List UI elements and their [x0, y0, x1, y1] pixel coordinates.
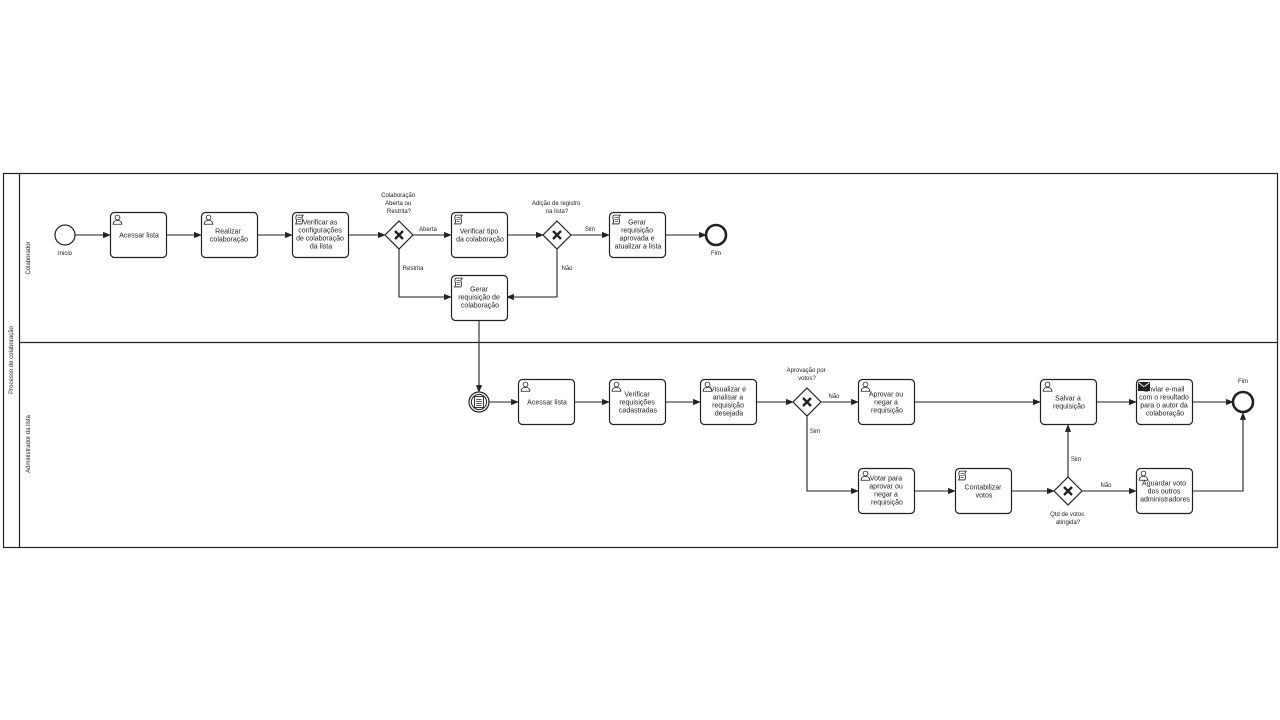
flow-label-restrita: Restrita: [403, 266, 424, 272]
flow-label-sim-qtd: Sim: [1071, 457, 1081, 463]
x-icon: [802, 397, 812, 407]
task-verificar-tipo[interactable]: Verificar tipo da colaboração: [450, 211, 509, 259]
task-visualizar-analisar[interactable]: Visualizar e analisar a requisição desej…: [699, 378, 758, 426]
flow-label-aberta: Aberta: [419, 227, 437, 233]
gateway-label: Aprovação por votos?: [787, 368, 828, 382]
task-enviar-email[interactable]: Enviar e-mail com o resultado para o aut…: [1135, 378, 1194, 426]
task-label: Aprovar ou negar a requisição: [869, 392, 905, 415]
task-votar[interactable]: Votar para aprovar ou negar a requisição: [857, 467, 916, 515]
task-admin-acessar-lista[interactable]: Acessar lista: [517, 378, 576, 426]
task-verificar-configuracoes[interactable]: Verificar as configurações de colaboraçã…: [291, 211, 350, 259]
task-aprovar-negar[interactable]: Aprovar ou negar a requisição: [857, 378, 916, 426]
gateway-label: Colaboração Aberta ou Restrita?: [381, 193, 417, 215]
task-contabilizar-votos[interactable]: Contabilizar votos: [954, 467, 1013, 515]
script-icon: [454, 214, 463, 225]
flow-restrita: [398, 249, 452, 301]
flow-label-sim: Sim: [585, 227, 595, 233]
end-event-admin[interactable]: Fim: [1231, 379, 1255, 414]
end-event-colaborador[interactable]: Fim: [704, 223, 728, 257]
task-aguardar-voto[interactable]: Aguardar voto dos outros administradores: [1135, 467, 1194, 515]
gateway-label: Adição de registro na lista?: [532, 201, 582, 215]
lane-label-admin: Administrador da lista: [26, 414, 32, 472]
script-icon: [612, 214, 621, 225]
task-label: Verificar tipo da colaboração: [456, 229, 504, 244]
task-gerar-requisicao-aprovada[interactable]: Gerar requisição aprovada e atualizar a …: [608, 211, 667, 259]
task-label: Acessar lista: [527, 400, 567, 407]
task-acessar-lista[interactable]: Acessar lista: [109, 211, 168, 259]
task-label: Verificar as configurações de colaboraçã…: [296, 220, 346, 251]
message-start-event[interactable]: [468, 391, 490, 413]
task-label: Gerar requisição aprovada e atualizar a …: [615, 220, 662, 251]
task-gerar-requisicao-colaboracao[interactable]: Gerar requisição de colaboração: [450, 274, 509, 322]
x-icon: [394, 230, 404, 240]
flow: [1192, 412, 1247, 492]
start-event-label: Inicio: [58, 251, 73, 257]
flow-label-nao-qtd: Não: [1100, 483, 1112, 489]
gateway-adicao-registro[interactable]: Adição de registro na lista?: [532, 201, 582, 250]
task-salvar-requisicao[interactable]: Salvar a requisição: [1039, 378, 1098, 426]
end-event-label: Fim: [711, 251, 721, 257]
script-icon: [958, 470, 967, 481]
task-verificar-requisicoes[interactable]: Verificar requisições cadastradas: [608, 378, 667, 426]
task-label: Enviar e-mail com o resultado para o aut…: [1139, 387, 1191, 418]
gateway-colaboracao-tipo[interactable]: Colaboração Aberta ou Restrita?: [381, 193, 417, 250]
start-event[interactable]: Inicio: [54, 224, 76, 257]
flow-nao: [506, 249, 558, 301]
lane-label-colaborador: Colaborador: [26, 241, 32, 274]
task-realizar-colaboracao[interactable]: Realizar colaboração: [200, 211, 259, 259]
flow-label-sim-votos: Sim: [810, 429, 820, 435]
gateway-aprovacao-votos[interactable]: Aprovação por votos?: [787, 368, 828, 417]
task-label: Contabilizar votos: [965, 485, 1004, 500]
task-label: Realizar colaboração: [210, 229, 248, 244]
flow-label-nao-votos: Não: [828, 394, 840, 400]
task-label: Acessar lista: [119, 233, 159, 240]
flow-label-nao: Não: [561, 266, 573, 272]
document-icon: [474, 396, 484, 408]
end-event-label: Fim: [1238, 379, 1248, 385]
x-icon: [552, 230, 562, 240]
pool-label: Processo de colaboração: [9, 325, 15, 393]
task-label: Aguardar voto dos outros administradores: [1140, 481, 1190, 504]
gateway-label: Qtd de votos atingida?: [1050, 512, 1086, 526]
task-label: Gerar requisição de colaboração: [458, 287, 502, 310]
x-icon: [1063, 486, 1073, 496]
task-label: Verificar requisições cadastradas: [619, 392, 658, 415]
gateway-qtd-votos[interactable]: Qtd de votos atingida?: [1050, 476, 1086, 526]
task-label: Salvar a requisição: [1053, 396, 1085, 411]
task-label: Visualizar e analisar a requisição desej…: [710, 387, 748, 418]
sequence-flows: [75, 231, 1247, 495]
script-icon: [454, 277, 463, 288]
flow-sim-votos: [806, 416, 859, 495]
flow-labels: Aberta Restrita Sim Não Não Sim Sim Não: [403, 227, 1112, 489]
task-label: Votar para aprovar ou negar a requisição: [869, 476, 904, 507]
